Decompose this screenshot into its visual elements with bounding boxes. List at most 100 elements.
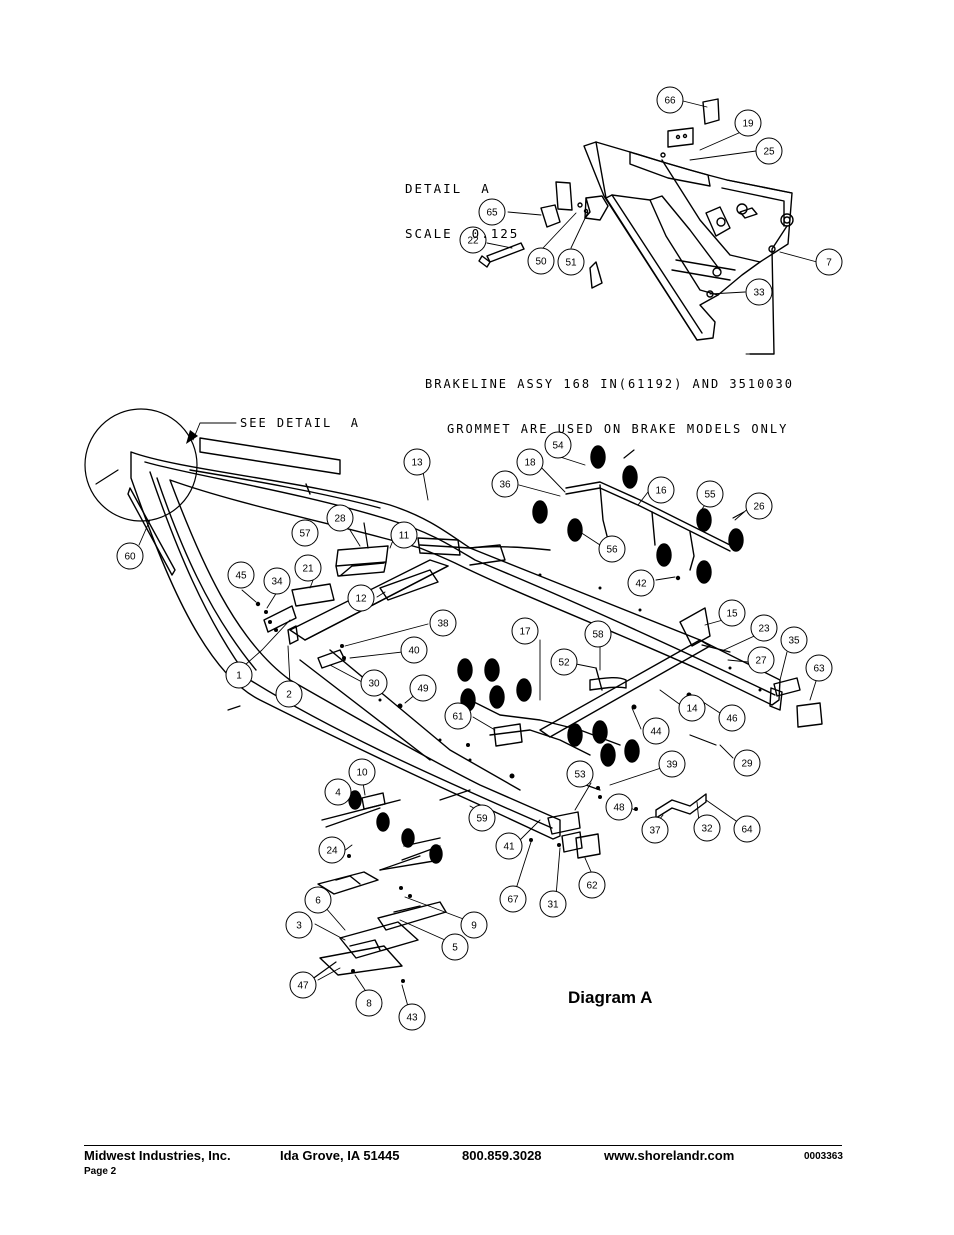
callout-number: 57 bbox=[299, 529, 311, 540]
callout-number: 52 bbox=[558, 658, 570, 669]
callout-number: 56 bbox=[606, 545, 618, 556]
callout-circle bbox=[318, 836, 346, 864]
callout-21: 21 bbox=[294, 554, 322, 582]
brake-note-line1: BRAKELINE ASSY 168 IN(61192) AND 3510030 bbox=[425, 377, 794, 391]
callout-number: 48 bbox=[613, 803, 625, 814]
footer-rule bbox=[84, 1145, 842, 1146]
callout-33: 33 bbox=[745, 278, 773, 306]
callout-number: 61 bbox=[452, 712, 464, 723]
callout-46: 46 bbox=[718, 704, 746, 732]
diagram-label: Diagram A bbox=[568, 988, 653, 1007]
callout-circle bbox=[516, 448, 544, 476]
callout-circle bbox=[718, 704, 746, 732]
callout-circle bbox=[444, 702, 472, 730]
callout-4: 4 bbox=[324, 778, 352, 806]
callout-number: 17 bbox=[519, 627, 531, 638]
callout-19: 19 bbox=[734, 109, 762, 137]
callout-circle bbox=[360, 669, 388, 697]
callout-number: 55 bbox=[704, 490, 716, 501]
callout-number: 28 bbox=[334, 514, 346, 525]
callout-number: 15 bbox=[726, 609, 738, 620]
callout-2: 2 bbox=[275, 680, 303, 708]
callout-8: 8 bbox=[355, 989, 383, 1017]
callout-51: 51 bbox=[557, 248, 585, 276]
callout-circle bbox=[227, 561, 255, 589]
callout-circle bbox=[678, 694, 706, 722]
callout-circle bbox=[468, 804, 496, 832]
callout-7: 7 bbox=[815, 248, 843, 276]
callout-number: 25 bbox=[763, 147, 775, 158]
callout-number: 10 bbox=[356, 768, 368, 779]
callout-number: 30 bbox=[368, 679, 380, 690]
callout-circle bbox=[733, 815, 761, 843]
callout-number: 64 bbox=[741, 825, 753, 836]
callout-56: 56 bbox=[598, 535, 626, 563]
callout-circle bbox=[745, 492, 773, 520]
callout-number: 65 bbox=[486, 208, 498, 219]
footer-website[interactable]: www.shorelandr.com bbox=[604, 1148, 735, 1163]
callout-12: 12 bbox=[347, 584, 375, 612]
callout-circle bbox=[627, 569, 655, 597]
callout-circle bbox=[400, 636, 428, 664]
callout-circle bbox=[348, 758, 376, 786]
callout-57: 57 bbox=[291, 519, 319, 547]
callout-circle bbox=[390, 521, 418, 549]
callout-38: 38 bbox=[429, 609, 457, 637]
callout-63: 63 bbox=[805, 654, 833, 682]
callout-number: 23 bbox=[758, 624, 770, 635]
callout-circle bbox=[693, 814, 721, 842]
callout-circle bbox=[263, 567, 291, 595]
callout-number: 36 bbox=[499, 480, 511, 491]
callout-circle bbox=[750, 614, 778, 642]
callout-number: 67 bbox=[507, 895, 519, 906]
callout-circle bbox=[733, 749, 761, 777]
callout-number: 38 bbox=[437, 619, 449, 630]
callout-number: 47 bbox=[297, 981, 309, 992]
callout-circle bbox=[642, 717, 670, 745]
callout-circle bbox=[347, 584, 375, 612]
callout-61: 61 bbox=[444, 702, 472, 730]
callout-circle bbox=[557, 248, 585, 276]
callout-number: 9 bbox=[471, 921, 477, 932]
callout-62: 62 bbox=[578, 871, 606, 899]
callout-circle bbox=[116, 542, 144, 570]
callout-circle bbox=[598, 535, 626, 563]
callout-48: 48 bbox=[605, 793, 633, 821]
callout-number: 58 bbox=[592, 630, 604, 641]
callout-circle bbox=[747, 646, 775, 674]
callout-number: 44 bbox=[650, 727, 662, 738]
callout-number: 51 bbox=[565, 258, 577, 269]
callout-circle bbox=[495, 832, 523, 860]
callout-3: 3 bbox=[285, 911, 313, 939]
callout-59: 59 bbox=[468, 804, 496, 832]
callout-number: 37 bbox=[649, 826, 661, 837]
callout-circle bbox=[658, 750, 686, 778]
callout-circle bbox=[403, 448, 431, 476]
callout-55: 55 bbox=[696, 480, 724, 508]
callout-circle bbox=[566, 760, 594, 788]
callout-circle bbox=[805, 654, 833, 682]
callout-circle bbox=[289, 971, 317, 999]
callout-34: 34 bbox=[263, 567, 291, 595]
brake-note-line2: GROMMET ARE USED ON BRAKE MODELS ONLY bbox=[447, 422, 789, 436]
see-detail-arrow bbox=[186, 430, 198, 444]
callout-circle bbox=[696, 480, 724, 508]
callout-24: 24 bbox=[318, 836, 346, 864]
detail-note: DETAIL A SCALE 0.125 bbox=[405, 151, 519, 256]
callout-number: 42 bbox=[635, 579, 647, 590]
callout-circle bbox=[550, 648, 578, 676]
callout-11: 11 bbox=[390, 521, 418, 549]
callout-number: 5 bbox=[452, 943, 458, 954]
detail-note-line2: SCALE 0.125 bbox=[405, 226, 520, 241]
callout-circle bbox=[459, 226, 487, 254]
callout-16: 16 bbox=[647, 476, 675, 504]
callout-number: 33 bbox=[753, 288, 765, 299]
callout-number: 29 bbox=[741, 759, 753, 770]
callout-circle bbox=[647, 476, 675, 504]
callout-number: 43 bbox=[406, 1013, 418, 1024]
callout-circle bbox=[291, 519, 319, 547]
callout-circle bbox=[641, 816, 669, 844]
footer-location: Ida Grove, IA 51445 bbox=[280, 1148, 400, 1163]
callout-number: 18 bbox=[524, 458, 536, 469]
callout-66: 66 bbox=[656, 86, 684, 114]
